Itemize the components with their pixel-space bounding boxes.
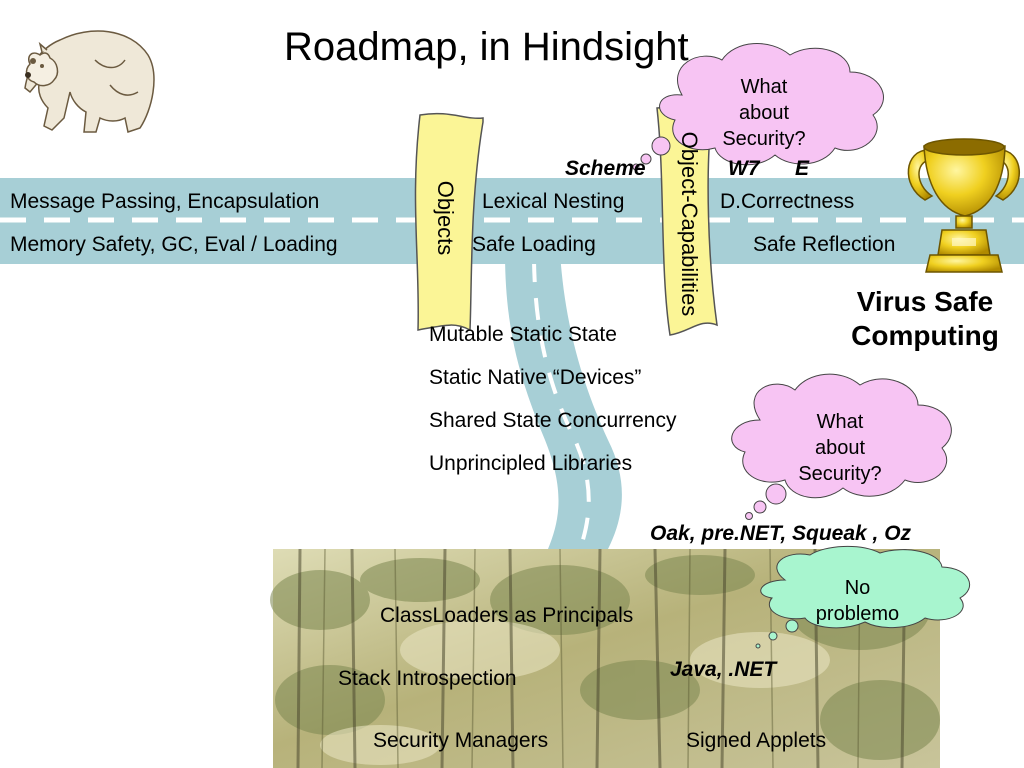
language-e: E <box>795 157 810 180</box>
forest-item-stack-introspection: Stack Introspection <box>338 667 517 690</box>
bubble-line: about <box>814 437 866 459</box>
goal-virus-safe-computing: Virus Safe Computing <box>830 285 1020 352</box>
highway-label-lexical-nesting: Lexical Nesting <box>482 190 625 213</box>
bubble-line: problemo <box>815 603 900 625</box>
side-road <box>505 252 622 550</box>
bubble-line: What <box>816 411 864 433</box>
highway <box>0 178 1024 264</box>
side-road-item-unprincipled-libraries: Unprincipled Libraries <box>429 452 633 475</box>
side-road-item-shared-state-concurrency: Shared State Concurrency <box>429 409 677 432</box>
thought-bubble-bottom-text: No problemo <box>800 575 915 627</box>
language-group-oak: Oak, pre.NET, Squeak , Oz <box>650 522 912 545</box>
bubble-line: What <box>740 76 788 98</box>
bubble-line: No <box>844 577 871 599</box>
thought-bubble-middle-text: What about Security? <box>784 409 896 487</box>
objects-scroll <box>414 112 484 332</box>
bubble-line: about <box>738 102 790 124</box>
thought-bubble-bottom <box>755 545 971 649</box>
slide-title: Roadmap, in Hindsight <box>284 25 689 69</box>
forest-item-signed-applets: Signed Applets <box>686 729 827 752</box>
object-capabilities-scroll-label: Object-Capabilities <box>677 131 702 317</box>
thought-bubble-top <box>632 43 884 171</box>
highway-label-safe-reflection: Safe Reflection <box>753 233 896 256</box>
side-road-item-mutable-static-state: Mutable Static State <box>429 323 617 346</box>
highway-label-message-passing: Message Passing, Encapsulation <box>10 190 320 213</box>
bubble-line: Security? <box>722 128 806 150</box>
language-group-java: Java, .NET <box>670 658 777 681</box>
language-w7: W7 <box>728 157 760 180</box>
goal-line-2: Computing <box>851 319 999 351</box>
highway-label-d-correctness: D.Correctness <box>720 190 855 213</box>
trophy-icon <box>907 138 1020 273</box>
forest-item-classloaders: ClassLoaders as Principals <box>380 604 634 627</box>
polar-bear-icon <box>24 30 155 133</box>
bubble-line: Security? <box>798 463 882 485</box>
thought-bubble-middle <box>731 373 952 520</box>
highway-label-safe-loading: Safe Loading <box>472 233 596 256</box>
goal-line-1: Virus Safe <box>856 286 994 317</box>
side-road-item-static-native-devices: Static Native “Devices” <box>429 366 642 389</box>
language-scheme: Scheme <box>565 157 646 180</box>
forest-item-security-managers: Security Managers <box>373 729 549 752</box>
objects-scroll-label: Objects <box>433 180 458 256</box>
thought-bubble-top-text: What about Security? <box>708 74 820 152</box>
highway-label-memory-safety: Memory Safety, GC, Eval / Loading <box>10 233 338 256</box>
